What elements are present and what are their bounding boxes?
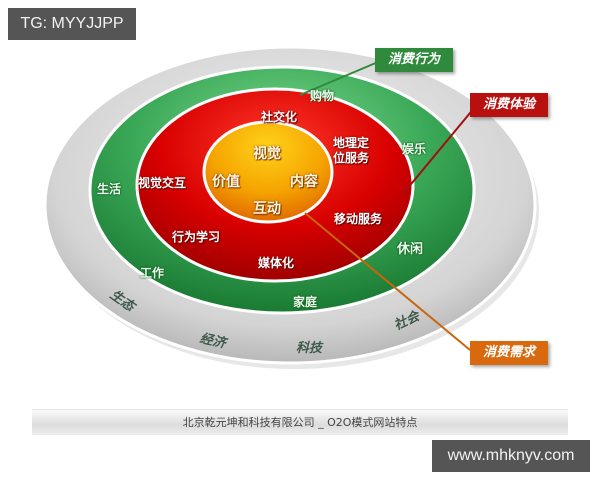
red-item-socialization: 社交化 [261,110,298,124]
green-item-leisure: 休闲 [397,242,424,257]
red-item-visual-interaction: 视觉交互 [138,176,187,190]
green-item-life: 生活 [97,182,122,196]
red-item-geo-line2: 位服务 [333,151,370,165]
core-item-visual: 视觉 [253,146,281,162]
green-item-family: 家庭 [293,295,318,309]
red-item-geo-line1: 地理定 [333,136,370,150]
green-item-entertainment: 娱乐 [402,142,427,156]
behavior-leader-line [299,61,379,96]
demand-leader-line [304,212,471,351]
watermark-bottom-right: www.mhknyv.com [432,440,590,472]
core-item-interaction: 互动 [253,201,281,217]
experience-leader-line [401,106,476,196]
core-item-value: 价值 [212,174,240,190]
green-item-work: 工作 [140,266,165,280]
callout-consumer-experience: 消费体验 [470,93,548,117]
red-item-behavior-learning: 行为学习 [172,230,221,244]
red-item-mediatization: 媒体化 [258,256,295,270]
callout-consumer-behavior: 消费行为 [375,48,453,72]
callout-consumer-demand: 消费需求 [470,341,548,365]
red-item-mobile-service: 移动服务 [334,212,383,226]
diagram-caption: 北京乾元坤和科技有限公司 _ O2O模式网站特点 [32,409,568,435]
core-item-content: 内容 [290,174,318,190]
watermark-top-left: TG: MYYJJPP [8,8,136,40]
green-item-shopping: 购物 [310,89,335,103]
gray-item-technology: 科技 [296,341,323,356]
